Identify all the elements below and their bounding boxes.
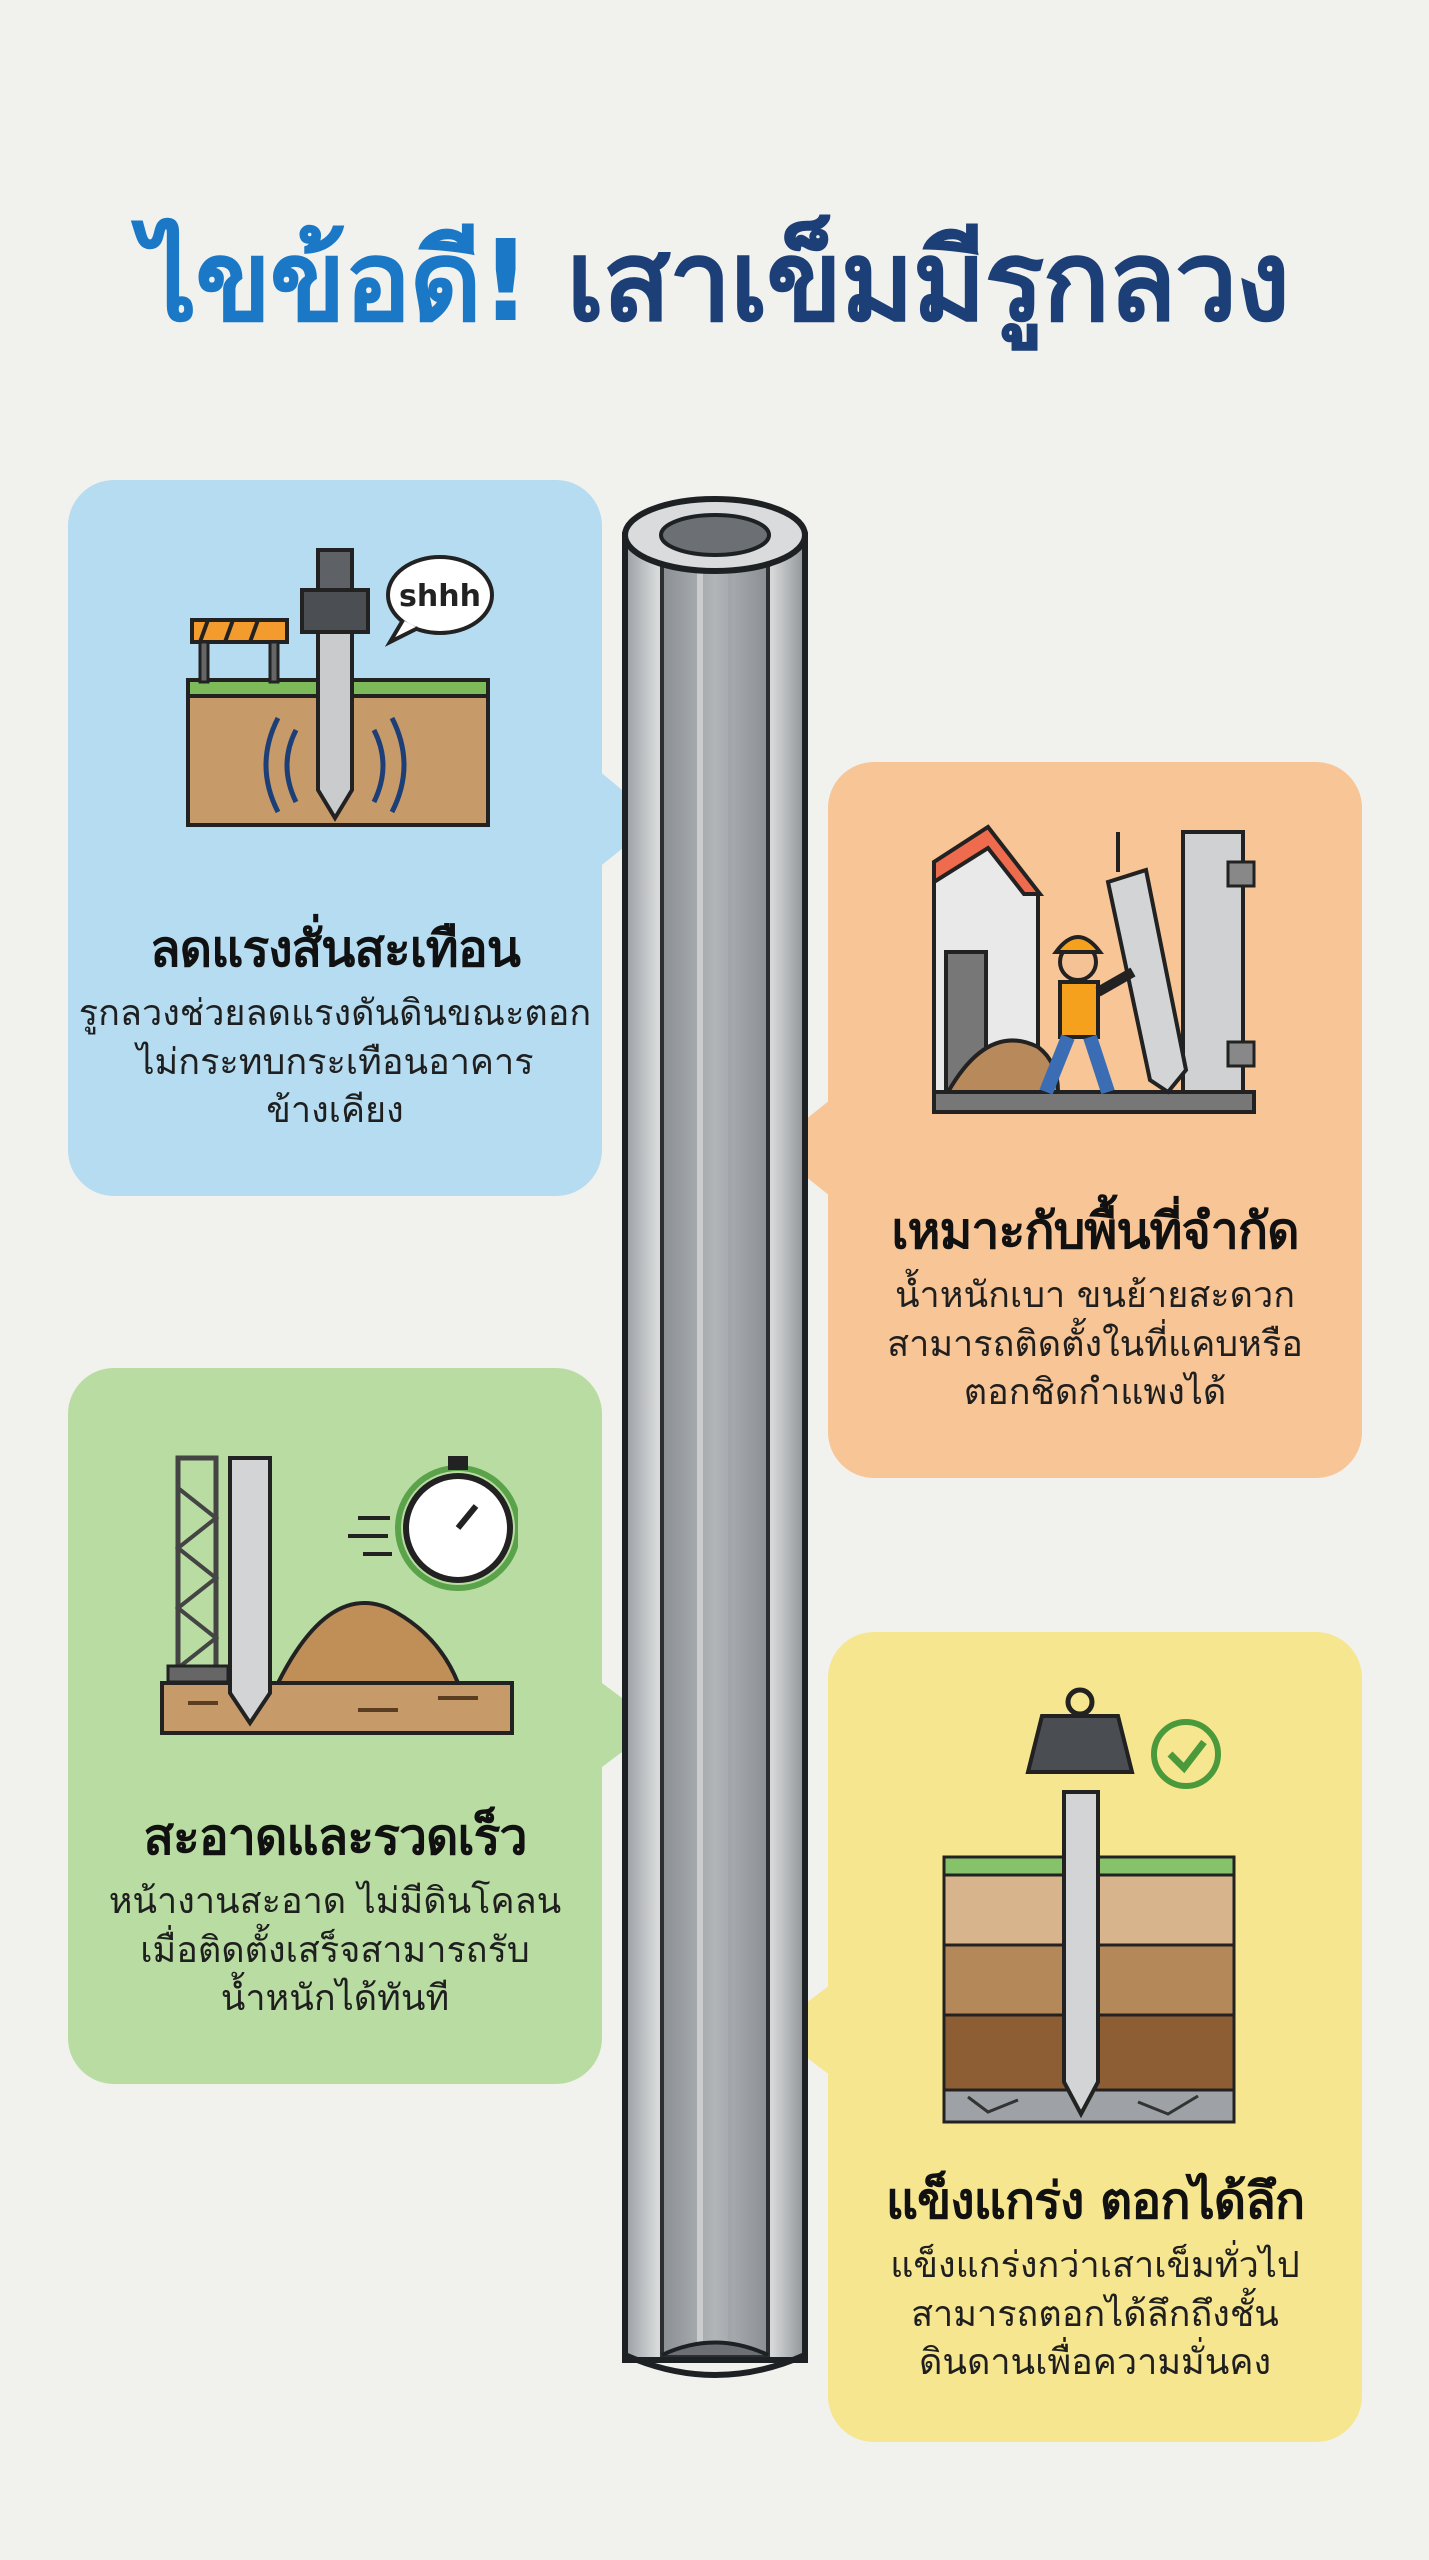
benefit-card-strong-deep: แข็งแกร่ง ตอกได้ลึก แข็งแกร่งกว่าเสาเข็ม… (828, 1632, 1362, 2442)
card-description: รูกลวงช่วยลดแรงดันดินขณะตอก ไม่กระทบกระเ… (68, 990, 602, 1136)
desc-line: หน้างานสะอาด ไม่มีดินโคลน (108, 1881, 562, 1922)
card-description: หน้างานสะอาด ไม่มีดินโคลน เมื่อติดตั้งเส… (68, 1878, 602, 2024)
card-description: น้ำหนักเบา ขนย้ายสะดวก สามารถติดตั้งในที… (828, 1272, 1362, 1418)
benefit-card-clean-fast: สะอาดและรวดเร็ว หน้างานสะอาด ไม่มีดินโคล… (68, 1368, 602, 2084)
worker-carrying-pile-icon (932, 824, 1256, 1114)
shhh-bubble-text: shhh (399, 579, 481, 614)
deep-strong-pile-icon (942, 1687, 1236, 2124)
title-accent: ไขข้อดี! (140, 217, 532, 347)
desc-line: ไม่กระทบกระเทือนอาคาร (136, 1041, 534, 1083)
card-title: แข็งแกร่ง ตอกได้ลึก (885, 2172, 1305, 2230)
benefit-card-vibration: shhh ลดแรงสั่นสะเทือน รูกลวงช่วยลดแรงดัน… (68, 480, 602, 1196)
desc-line: ดินดานเพื่อความมั่นคง (918, 2342, 1272, 2384)
desc-line: สามารถตอกได้ลึกถึงชั้น (911, 2293, 1279, 2335)
page-title: ไขข้อดี! เสาเข็มมีรูกลวง (0, 215, 1429, 349)
desc-line: ตอกชิดกำแพงได้ (963, 1372, 1227, 1414)
title-main: เสาเข็มมีรูกลวง (566, 217, 1290, 347)
benefit-card-limited-space: เหมาะกับพื้นที่จำกัด น้ำหนักเบา ขนย้ายสะ… (828, 762, 1362, 1478)
pile-hole (659, 513, 771, 557)
desc-line: น้ำหนักเบา ขนย้ายสะดวก (894, 1275, 1296, 1316)
desc-line: สามารถติดตั้งในที่แคบหรือ (887, 1323, 1303, 1365)
pile-hollow-core (660, 538, 770, 2357)
desc-line: เมื่อติดตั้งเสร็จสามารถรับ (140, 1929, 530, 1971)
quiet-pile-driving-icon: shhh (186, 548, 494, 827)
card-title: ลดแรงสั่นสะเทือน (150, 920, 521, 978)
card-description: แข็งแกร่งกว่าเสาเข็มทั่วไป สามารถตอกได้ล… (828, 2242, 1362, 2388)
desc-line: น้ำหนักได้ทันที (220, 1978, 450, 2020)
desc-line: ข้างเคียง (266, 1090, 404, 1132)
card-title: เหมาะกับพื้นที่จำกัด (891, 1202, 1299, 1260)
card-title: สะอาดและรวดเร็ว (143, 1808, 527, 1866)
desc-line: แข็งแกร่งกว่าเสาเข็มทั่วไป (890, 2245, 1300, 2286)
desc-line: รูกลวงช่วยลดแรงดันดินขณะตอก (78, 993, 592, 1034)
fast-clean-install-icon (160, 1455, 518, 1735)
